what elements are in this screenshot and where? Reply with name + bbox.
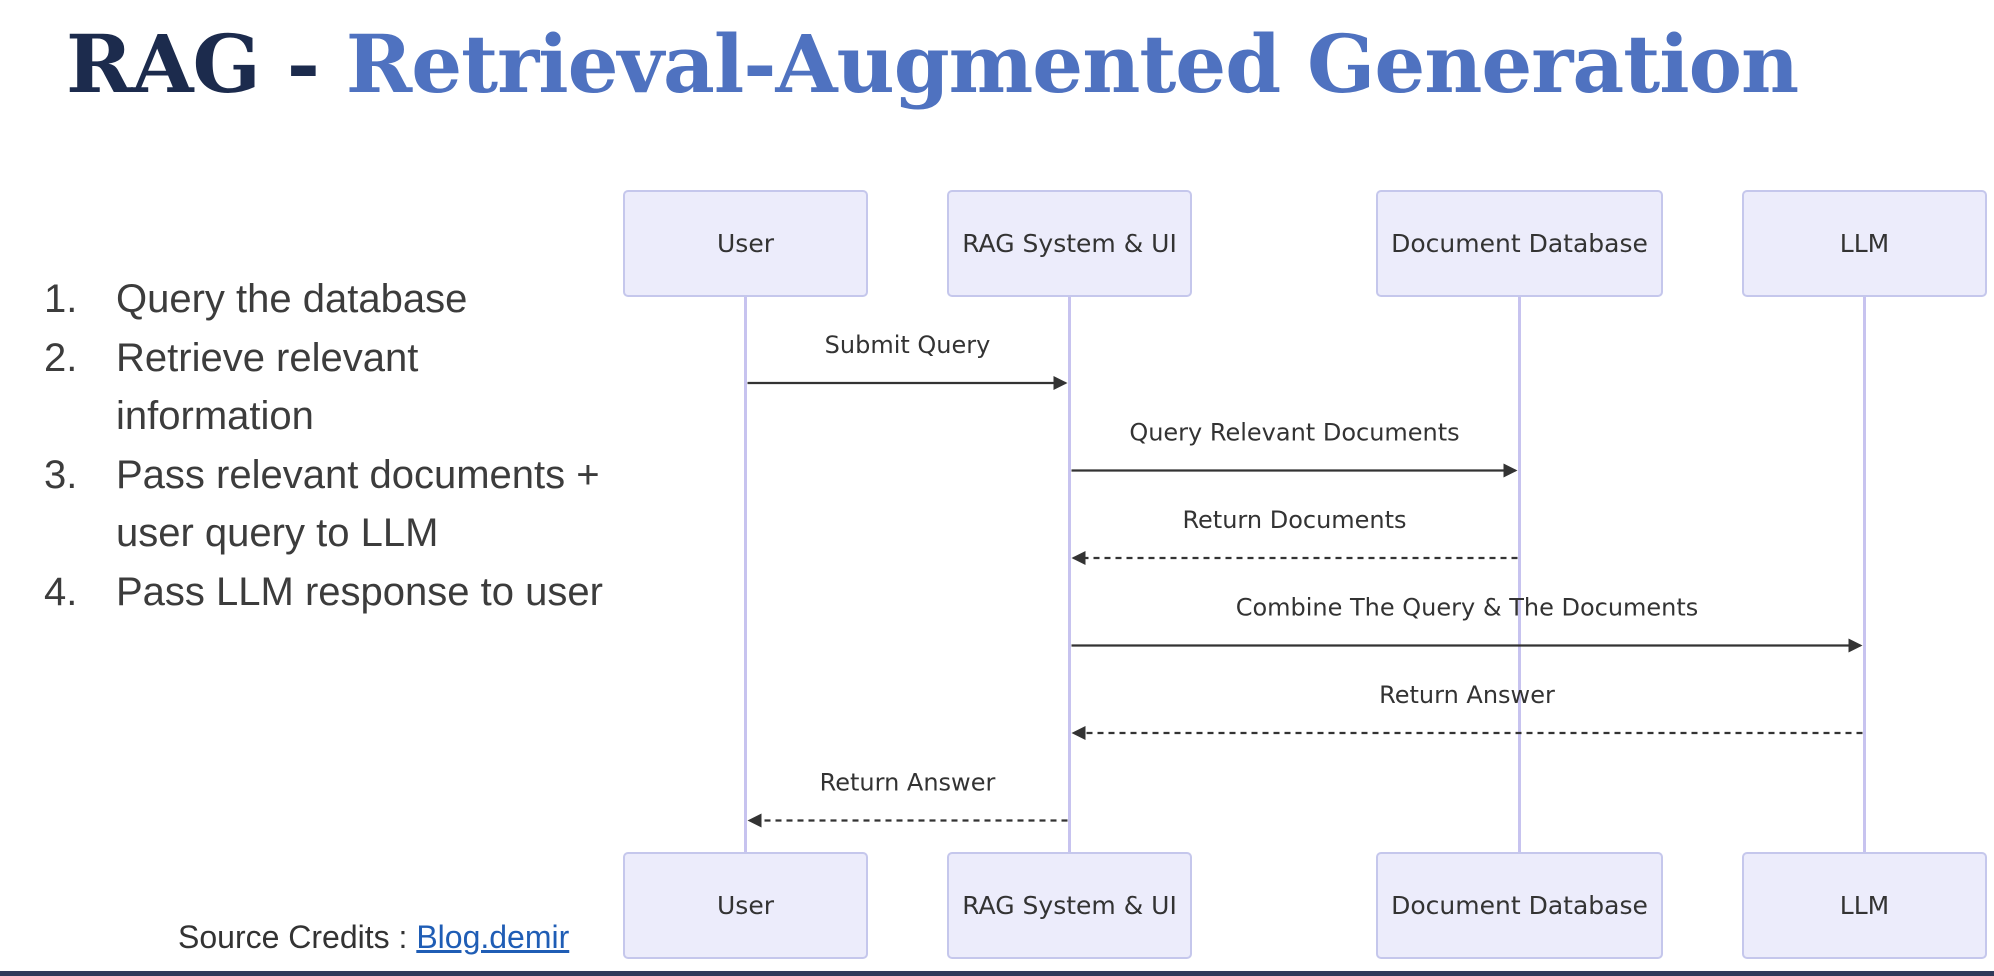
actor-label: RAG System & UI [962, 891, 1177, 920]
actor-label: User [717, 891, 775, 920]
step-text: Retrieve relevant information [116, 335, 419, 439]
step-item: 1. Query the database [44, 270, 624, 329]
message-label: Return Documents [1182, 506, 1406, 534]
title-main: Retrieval-Augmented Generation [345, 17, 1799, 111]
credits-link[interactable]: Blog.demir [416, 919, 570, 955]
title-prefix: RAG - [66, 17, 346, 111]
step-item: 3. Pass relevant documents + user query t… [44, 446, 624, 563]
actor-label: LLM [1840, 891, 1889, 920]
message-label: Query Relevant Documents [1129, 419, 1459, 447]
actor-label: RAG System & UI [962, 229, 1177, 258]
actor-bottom-0: User [623, 852, 868, 959]
actor-box [947, 852, 1192, 959]
actor-box [1376, 190, 1663, 297]
message-label: Return Answer [1379, 681, 1555, 709]
slide-title: RAG - Retrieval-Augmented Generation [66, 14, 1799, 114]
actor-box [1742, 190, 1987, 297]
actor-box [947, 190, 1192, 297]
actor-bottom-1: RAG System & UI [947, 852, 1192, 959]
step-item: 2. Retrieve relevant information [44, 329, 624, 446]
message-label: Submit Query [825, 331, 991, 359]
actor-label: LLM [1840, 229, 1889, 258]
actor-label: Document Database [1391, 891, 1648, 920]
step-number: 4. [44, 569, 78, 614]
step-text: Pass relevant documents + user query to … [116, 452, 600, 556]
actor-label: User [717, 229, 775, 258]
bottom-rule [0, 971, 1994, 976]
actor-box [1376, 852, 1663, 959]
actor-label: Document Database [1391, 229, 1648, 258]
actor-top-3: LLM [1742, 190, 1987, 297]
actor-box [1742, 852, 1987, 959]
actor-box [623, 852, 868, 959]
message-label: Return Answer [820, 769, 996, 797]
step-number: 3. [44, 452, 78, 497]
actor-box [623, 190, 868, 297]
step-item: 4. Pass LLM response to user [44, 563, 624, 622]
step-text: Query the database [116, 277, 468, 321]
actor-top-1: RAG System & UI [947, 190, 1192, 297]
step-number: 1. [44, 277, 78, 321]
actor-bottom-2: Document Database [1376, 852, 1663, 959]
step-text: Pass LLM response to user [116, 569, 603, 614]
steps-list: 1. Query the database 2. Retrieve relevant… [44, 270, 624, 621]
credits-label: Source Credits : [178, 919, 417, 955]
actor-top-2: Document Database [1376, 190, 1663, 297]
source-credits: Source Credits : Blog.demir [178, 915, 569, 959]
step-number: 2. [44, 335, 78, 380]
actor-bottom-3: LLM [1742, 852, 1987, 959]
actor-top-0: User [623, 190, 868, 297]
message-label: Combine The Query & The Documents [1236, 594, 1699, 622]
